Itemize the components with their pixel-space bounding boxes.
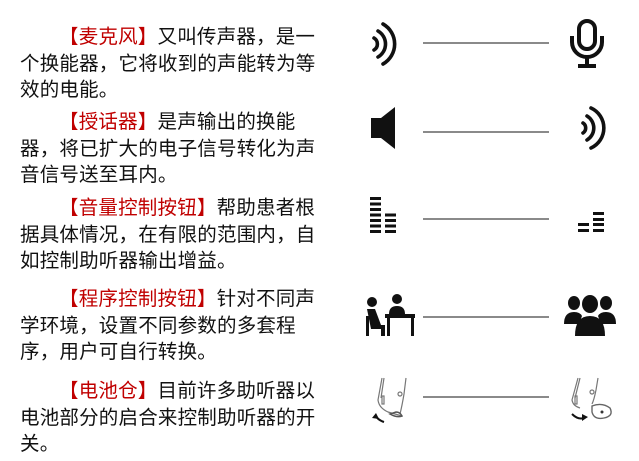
speaker-icon (371, 107, 395, 149)
item-battery-text: 【电池仓】目前许多助听器以电池部分的启合来控制助听器的开关。 (20, 378, 325, 458)
volume-bars-low-icon (578, 212, 604, 232)
item-program-text: 【程序控制按钮】针对不同声学环境，设置不同参数的多套程序，用户可自行转换。 (20, 286, 325, 366)
volume-bars-high-icon (370, 197, 396, 233)
desc-receiver: 是声输出的换能器，将已扩大的电子信号转化为声音信号送至耳内。 (20, 110, 316, 186)
connector-line (423, 131, 549, 133)
desc-battery: 目前许多助听器以电池部分的启合来控制助听器的开关。 (20, 379, 316, 455)
desc-program: 针对不同声学环境，设置不同参数的多套程序，用户可自行转换。 (20, 287, 316, 363)
item-volume-text: 【音量控制按钮】帮助患者根据具体情况，在有限的范围内，自如控制助听器输出增益。 (20, 195, 325, 275)
connector-line (423, 218, 549, 220)
term-microphone: 【麦克风】 (59, 25, 158, 48)
group-people-icon (564, 295, 616, 336)
item-receiver-text: 【授话器】是声输出的换能器，将已扩大的电子信号转化为声音信号送至耳内。 (20, 109, 325, 189)
meeting-desk-icon (366, 294, 415, 336)
connector-line (423, 42, 549, 44)
microphone-icon (570, 19, 604, 68)
term-program: 【程序控制按钮】 (59, 287, 217, 310)
sound-waves-icon (372, 22, 397, 66)
item-microphone-text: 【麦克风】又叫传声器，是一个换能器，它将收到的声能转为等效的电能。 (20, 24, 325, 104)
battery-door-open-icon (571, 377, 612, 421)
desc-volume: 帮助患者根据具体情况，在有限的范围内，自如控制助听器输出增益。 (20, 196, 316, 272)
sound-waves-icon (581, 106, 606, 150)
battery-door-closed-icon (372, 377, 407, 423)
term-battery: 【电池仓】 (59, 379, 158, 402)
desc-microphone: 又叫传声器，是一个换能器，它将收到的声能转为等效的电能。 (20, 25, 316, 101)
connector-line (423, 316, 549, 318)
term-volume: 【音量控制按钮】 (59, 196, 217, 219)
connector-line (423, 396, 549, 398)
term-receiver: 【授话器】 (59, 110, 158, 133)
